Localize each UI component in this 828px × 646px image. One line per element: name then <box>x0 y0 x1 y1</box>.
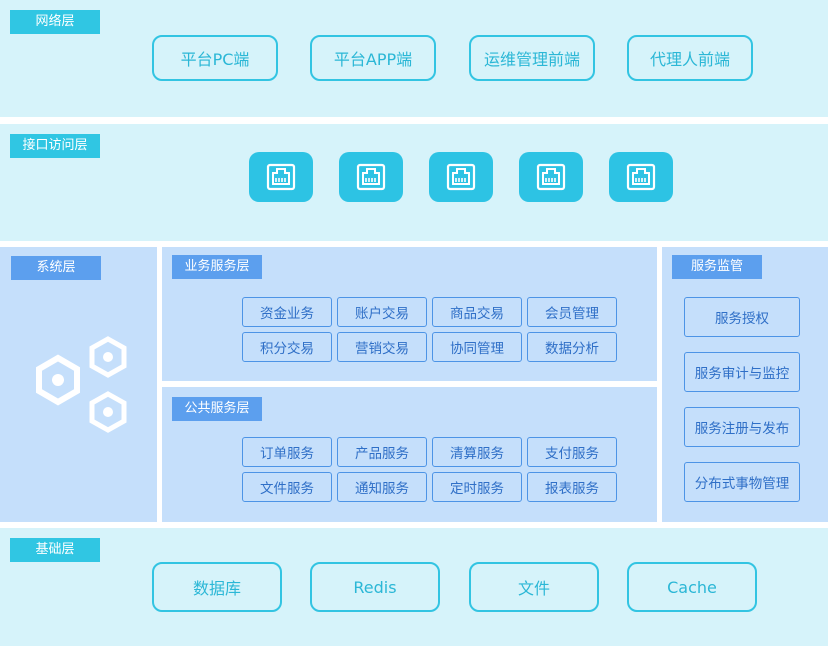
network-item-ops[interactable]: 运维管理前端 <box>469 35 595 81</box>
base-item-redis[interactable]: Redis <box>310 562 440 612</box>
network-item-agent[interactable]: 代理人前端 <box>627 35 753 81</box>
public-item[interactable]: 支付服务 <box>527 437 617 467</box>
ethernet-port-icon <box>609 152 673 202</box>
network-item-app[interactable]: 平台APP端 <box>310 35 436 81</box>
business-item[interactable]: 数据分析 <box>527 332 617 362</box>
interface-layer-tag: 接口访问层 <box>10 134 100 158</box>
network-layer-tag: 网络层 <box>10 10 100 34</box>
business-item[interactable]: 积分交易 <box>242 332 332 362</box>
monitoring-item[interactable]: 分布式事物管理 <box>684 462 800 502</box>
service-monitoring-panel <box>662 247 828 522</box>
interface-layer-band <box>0 124 828 241</box>
service-monitoring-tag: 服务监管 <box>672 255 762 279</box>
network-item-pc[interactable]: 平台PC端 <box>152 35 278 81</box>
ethernet-port-icon <box>339 152 403 202</box>
base-layer-tag: 基础层 <box>10 538 100 562</box>
base-layer-band <box>0 528 828 646</box>
ethernet-port-icon <box>519 152 583 202</box>
public-item[interactable]: 清算服务 <box>432 437 522 467</box>
public-item[interactable]: 定时服务 <box>432 472 522 502</box>
monitoring-item[interactable]: 服务授权 <box>684 297 800 337</box>
business-item[interactable]: 营销交易 <box>337 332 427 362</box>
public-item[interactable]: 文件服务 <box>242 472 332 502</box>
public-services-tag: 公共服务层 <box>172 397 262 421</box>
public-item[interactable]: 产品服务 <box>337 437 427 467</box>
ethernet-port-icon <box>429 152 493 202</box>
monitoring-item[interactable]: 服务审计与监控 <box>684 352 800 392</box>
business-item[interactable]: 资金业务 <box>242 297 332 327</box>
public-item[interactable]: 订单服务 <box>242 437 332 467</box>
public-item[interactable]: 通知服务 <box>337 472 427 502</box>
base-item-cache[interactable]: Cache <box>627 562 757 612</box>
base-item-file[interactable]: 文件 <box>469 562 599 612</box>
monitoring-item[interactable]: 服务注册与发布 <box>684 407 800 447</box>
base-item-database[interactable]: 数据库 <box>152 562 282 612</box>
network-layer-band <box>0 0 828 117</box>
business-item[interactable]: 协同管理 <box>432 332 522 362</box>
system-layer-tag: 系统层 <box>11 256 101 280</box>
ethernet-port-icon <box>249 152 313 202</box>
business-item[interactable]: 账户交易 <box>337 297 427 327</box>
business-services-tag: 业务服务层 <box>172 255 262 279</box>
business-item[interactable]: 商品交易 <box>432 297 522 327</box>
hexagon-nodes-icon <box>30 335 130 435</box>
business-item[interactable]: 会员管理 <box>527 297 617 327</box>
public-item[interactable]: 报表服务 <box>527 472 617 502</box>
